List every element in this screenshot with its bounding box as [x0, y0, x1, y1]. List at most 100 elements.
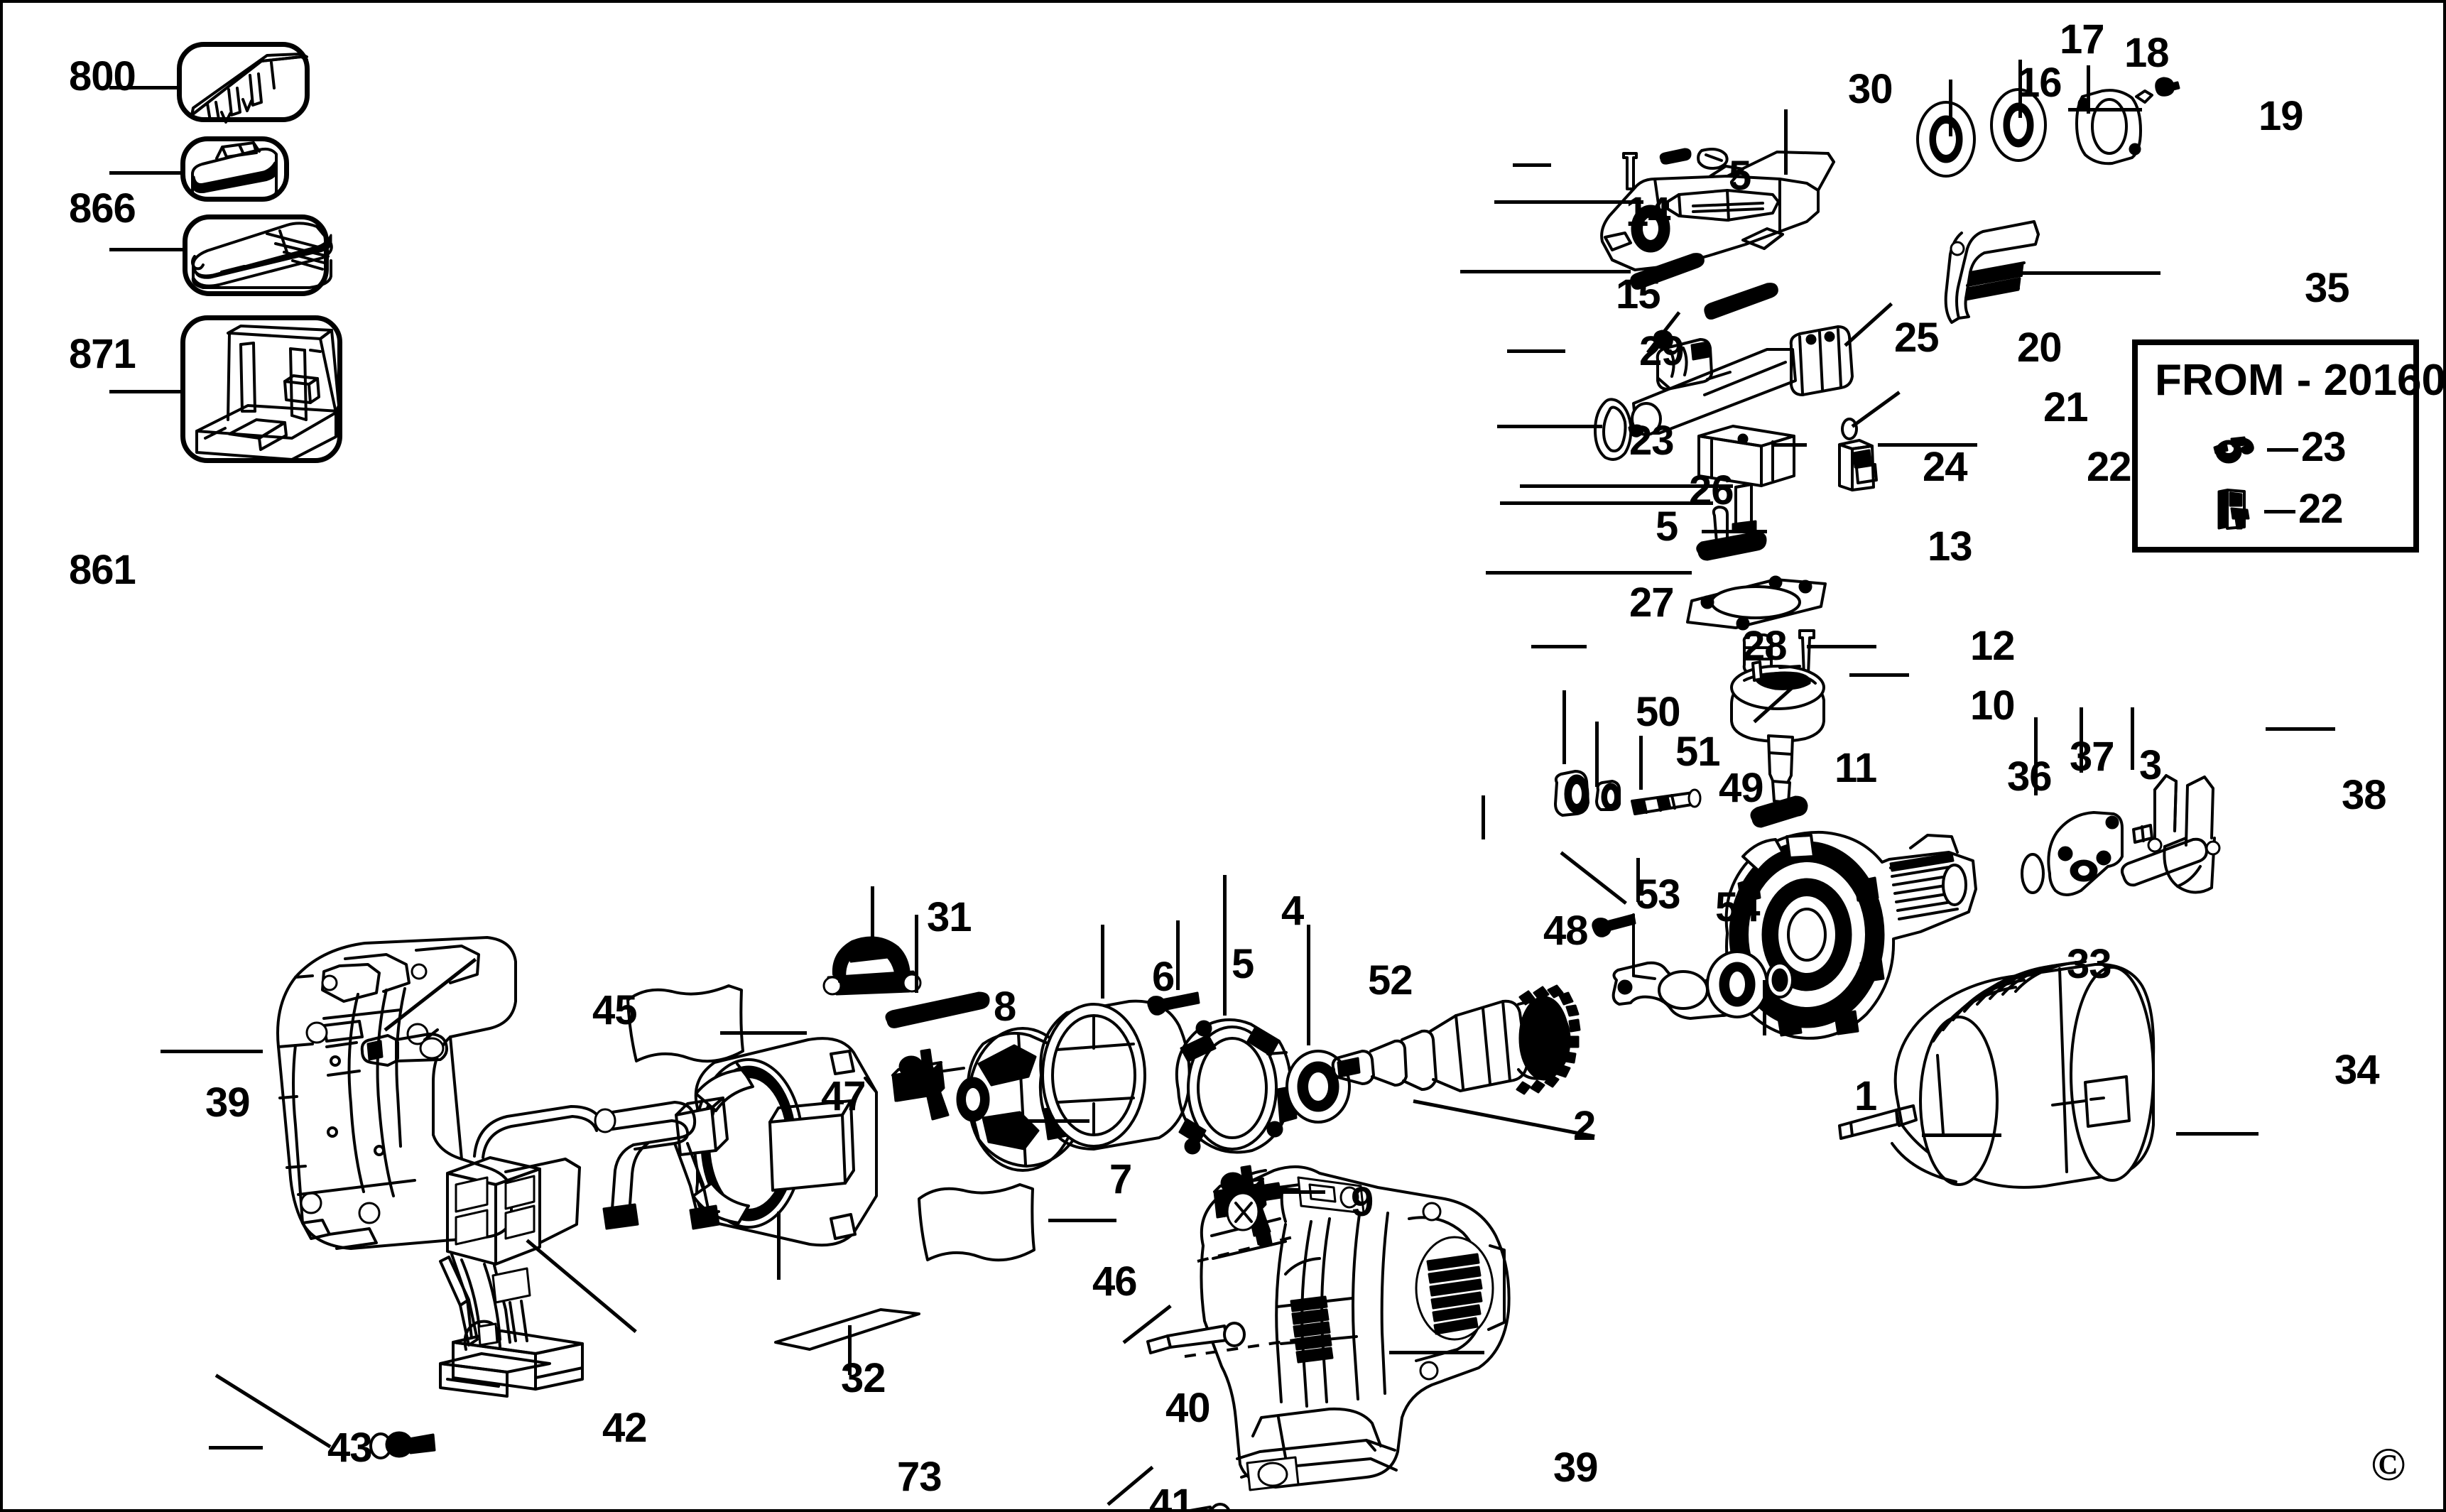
rod-8 — [884, 990, 997, 1033]
eccentric-bearing-icon — [2213, 433, 2263, 464]
callout-number-30: 30 — [1848, 66, 1893, 112]
callout-number-38: 38 — [2342, 772, 2387, 818]
leader-48 — [1482, 795, 1485, 839]
leader-14 — [1494, 200, 1643, 204]
callout-number-39: 39 — [205, 1079, 251, 1126]
callout-number-5: 5 — [1656, 504, 1678, 550]
accessory-box-861 — [180, 315, 342, 463]
callout-number-18: 18 — [2124, 30, 2170, 76]
callout-number-36: 36 — [2007, 754, 2053, 800]
callout-number-24: 24 — [1923, 444, 1968, 490]
callout-number-1: 1 — [1854, 1073, 1877, 1119]
leader-36 — [2034, 717, 2038, 795]
leader-800 — [109, 86, 178, 89]
leader-4 — [1223, 875, 1227, 1016]
callout-number-800: 800 — [69, 53, 136, 99]
leader-5-b — [1176, 920, 1180, 990]
callout-number-6: 6 — [1152, 954, 1175, 1000]
callout-number-13: 13 — [1928, 523, 1973, 570]
leader-9 — [1240, 1190, 1325, 1194]
leader-1 — [1763, 980, 1766, 1035]
washer-seal-group-16-17-18-19 — [1906, 60, 2190, 209]
callout-number-9: 9 — [1351, 1179, 1374, 1225]
callout-number-5: 5 — [1232, 941, 1254, 987]
switch-wiring-42 — [422, 1097, 720, 1395]
bearing-retainer-4 — [1164, 1011, 1306, 1160]
leader-26 — [1520, 484, 1733, 488]
gearcase-housing-assembly-14 — [1594, 138, 1991, 315]
callout-number-866: 866 — [69, 185, 136, 232]
callout-number-8: 8 — [994, 984, 1016, 1030]
callout-number-39: 39 — [1553, 1445, 1599, 1491]
callout-number-4: 4 — [1281, 888, 1304, 934]
screw-44 — [365, 1425, 443, 1467]
callout-number-49: 49 — [1719, 765, 1764, 811]
callout-number-7: 7 — [1109, 1156, 1132, 1202]
leader-16 — [1949, 80, 1952, 136]
saw-blade-set-icon — [182, 47, 315, 127]
leader-28 — [1531, 645, 1587, 648]
callout-number-42: 42 — [602, 1405, 648, 1451]
leader-7 — [1011, 1119, 1089, 1123]
callout-number-12: 12 — [1970, 623, 2016, 669]
leader-19 — [2068, 108, 2142, 112]
callout-number-19: 19 — [2259, 93, 2304, 139]
callout-number-52: 52 — [1368, 957, 1413, 1004]
leader-23 — [1497, 425, 1602, 428]
callout-number-33: 33 — [2067, 941, 2112, 987]
brush-9-upper — [880, 1047, 986, 1132]
leader-8 — [915, 915, 918, 993]
callout-number-28: 28 — [1742, 623, 1788, 669]
callout-number-16: 16 — [2017, 60, 2062, 106]
leader-5-mid — [1500, 501, 1713, 505]
from-note-box: FROM - 201609 23 22 — [2132, 339, 2443, 553]
leader-51 — [1595, 722, 1599, 787]
leader-note-23 — [2267, 448, 2298, 452]
leader-50 — [1562, 690, 1566, 764]
field-motor-32 — [663, 1033, 962, 1267]
leader-12 — [1807, 645, 1876, 648]
pin-15-pair — [1629, 251, 1828, 330]
callout-number-45: 45 — [592, 987, 638, 1033]
callout-number-73: 73 — [897, 1454, 942, 1500]
leader-49 — [1639, 736, 1643, 790]
insulation-pad-46 — [912, 1175, 1047, 1267]
housing-half-39-left — [237, 933, 550, 1302]
leader-866 — [109, 171, 181, 175]
leader-18 — [2087, 65, 2090, 114]
callout-number-21: 21 — [2043, 384, 2089, 430]
leader-35 — [2021, 271, 2160, 275]
speed-selector-45 — [358, 1026, 450, 1075]
leader-39-left — [161, 1050, 263, 1053]
leader-34 — [2176, 1132, 2259, 1136]
leader-5-top — [1513, 163, 1551, 167]
leader-41 — [1107, 1465, 1154, 1506]
copyright-icon: © — [2371, 1439, 2406, 1491]
leader-38 — [2266, 727, 2335, 731]
callout-number-46: 46 — [1092, 1258, 1138, 1305]
leader-44 — [209, 1446, 263, 1450]
leader-43 — [214, 1374, 332, 1449]
callout-number-2: 2 — [1573, 1103, 1596, 1149]
leader-6 — [1101, 925, 1104, 999]
callout-number-51: 51 — [1675, 729, 1721, 775]
callout-number-48: 48 — [1543, 908, 1589, 954]
shoe-assembly-36-37-3-38 — [2013, 770, 2283, 954]
leader-31 — [871, 886, 874, 952]
leader-30 — [1784, 109, 1788, 175]
leader-13 — [1702, 530, 1767, 533]
bearing-group-50-51-49 — [1551, 763, 1707, 827]
callout-number-50: 50 — [1636, 689, 1681, 735]
callout-number-29: 29 — [1639, 328, 1685, 374]
battery-pack-icon — [185, 141, 294, 207]
from-note-title: FROM - 201609 — [2155, 356, 2446, 405]
gear-case-1 — [1707, 805, 2006, 1075]
callout-number-10: 10 — [1970, 682, 2016, 729]
callout-number-22: 22 — [2087, 444, 2132, 490]
leader-37 — [2080, 707, 2083, 773]
trigger-35 — [1942, 216, 2062, 330]
callout-number-34: 34 — [2334, 1047, 2380, 1093]
housing-half-39-right — [1153, 1153, 1594, 1508]
leader-24 — [1773, 443, 1807, 447]
